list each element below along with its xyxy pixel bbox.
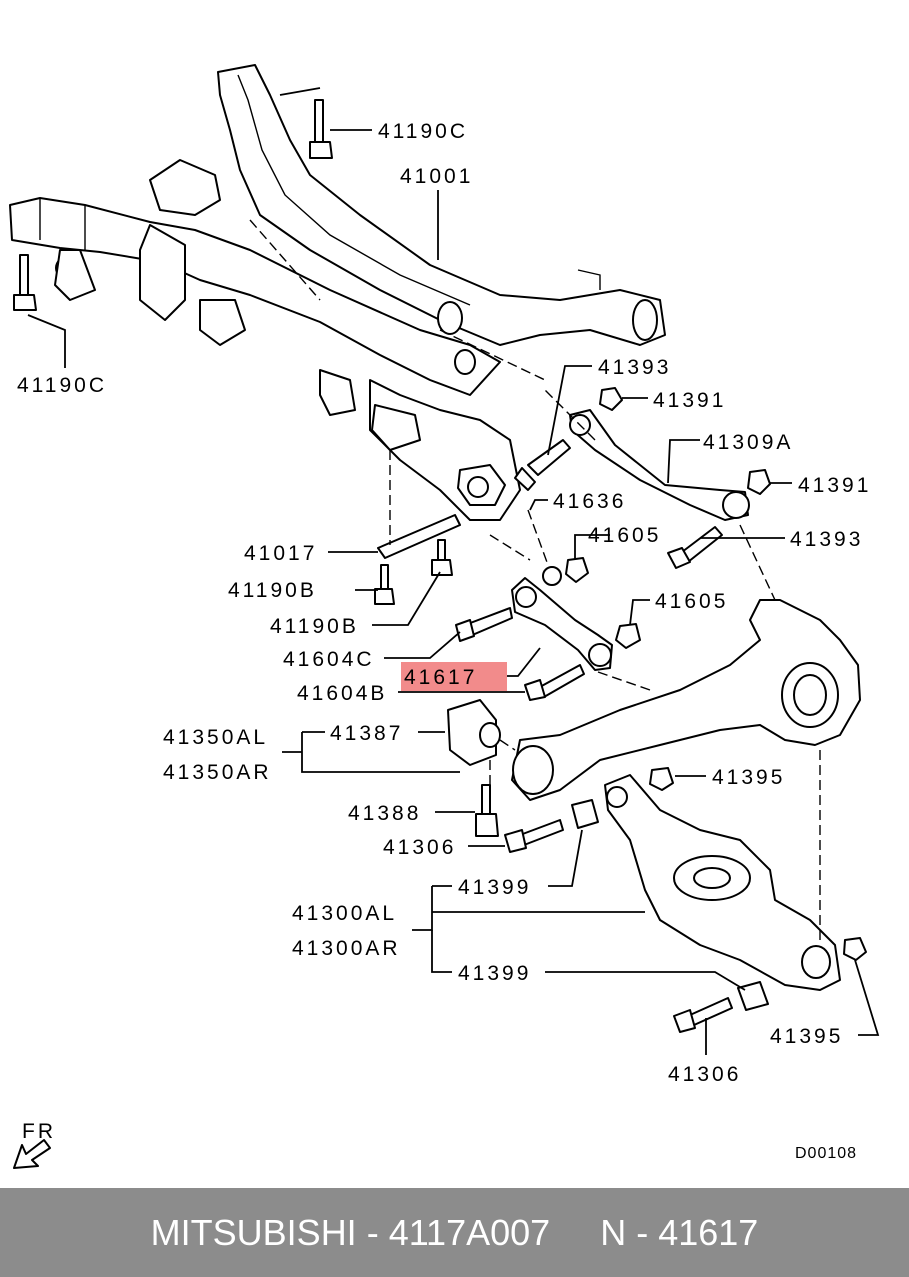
- label-41190C-left: 41190C: [17, 374, 107, 397]
- label-41350AR: 41350AR: [163, 761, 272, 784]
- label-41393-upper: 41393: [598, 356, 671, 379]
- label-fr: FR: [22, 1120, 56, 1143]
- label-41399-upper: 41399: [458, 876, 531, 899]
- footer-brand: MITSUBISHI: [150, 1211, 357, 1253]
- label-41399-lower: 41399: [458, 962, 531, 985]
- fastener-drawings: [13, 99, 867, 1033]
- label-41391-upper: 41391: [653, 389, 726, 412]
- label-41017: 41017: [244, 542, 317, 565]
- label-41391-right: 41391: [798, 474, 871, 497]
- footer-part-number: 4117A007: [388, 1211, 551, 1253]
- footer-bar: MITSUBISHI - 4117A007 N - 41617: [0, 1188, 909, 1277]
- drawing-code: D00108: [795, 1145, 857, 1162]
- label-41393-lower: 41393: [790, 528, 863, 551]
- label-41190B-b: 41190B: [270, 615, 359, 638]
- label-41309A: 41309A: [703, 431, 793, 454]
- label-41388: 41388: [348, 802, 421, 825]
- label-41636: 41636: [553, 490, 626, 513]
- label-41395-upper: 41395: [712, 766, 785, 789]
- label-41395-lower: 41395: [770, 1025, 843, 1048]
- highlight-41617: [401, 662, 507, 691]
- footer-separator: -: [356, 1211, 389, 1253]
- label-41617: 41617: [404, 666, 477, 689]
- label-41387: 41387: [330, 722, 403, 745]
- parts-diagram: 41190C 41001 41190C 41393 41391 41309A 4…: [9, 64, 880, 1169]
- label-41001: 41001: [400, 165, 473, 188]
- label-41300AL: 41300AL: [292, 902, 397, 925]
- front-arrow-icon: [13, 1139, 51, 1169]
- label-41190B-a: 41190B: [228, 579, 317, 602]
- label-41306-upper: 41306: [383, 836, 456, 859]
- label-41605-upper: 41605: [588, 524, 661, 547]
- label-41306-lower: 41306: [668, 1063, 741, 1086]
- leader-lines: [27, 87, 880, 1055]
- footer-ref: N - 41617: [600, 1211, 759, 1253]
- label-41604B: 41604B: [297, 682, 387, 705]
- crossmember-drawing: [9, 64, 666, 521]
- part-labels: 41190C 41001 41190C 41393 41391 41309A 4…: [13, 120, 871, 1169]
- label-41300AR: 41300AR: [292, 937, 401, 960]
- footer-gap: [550, 1212, 600, 1254]
- label-41604C: 41604C: [283, 648, 375, 671]
- label-41605-lower: 41605: [655, 590, 728, 613]
- label-41190C-top: 41190C: [378, 120, 468, 143]
- label-41350AL: 41350AL: [163, 726, 268, 749]
